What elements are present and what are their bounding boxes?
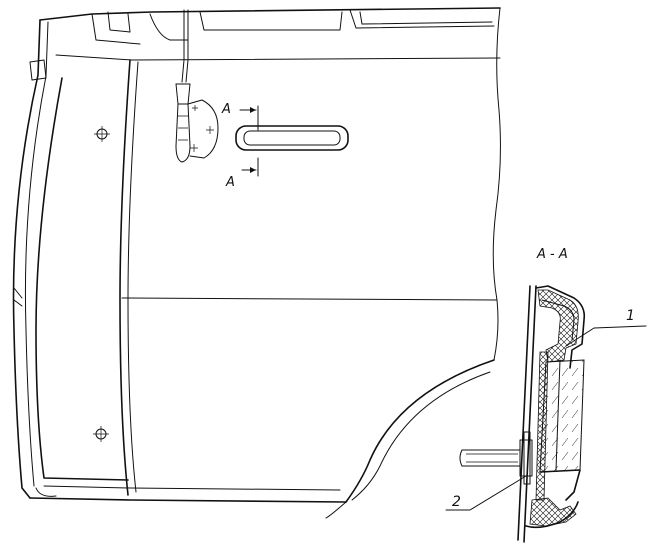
- section-arrow-bottom: [241, 157, 259, 177]
- door-handle: [235, 125, 349, 151]
- section-label-a-top: A: [221, 102, 231, 117]
- section-arrow-top: [239, 105, 259, 131]
- door-outline: [12, 7, 501, 519]
- section-a-a: [445, 285, 647, 543]
- callout-1: 1: [626, 308, 635, 324]
- callout-2: 2: [452, 494, 461, 510]
- antenna-wire: [175, 9, 219, 163]
- section-label-a-bottom: A: [225, 175, 235, 190]
- section-title: A - A: [536, 247, 568, 262]
